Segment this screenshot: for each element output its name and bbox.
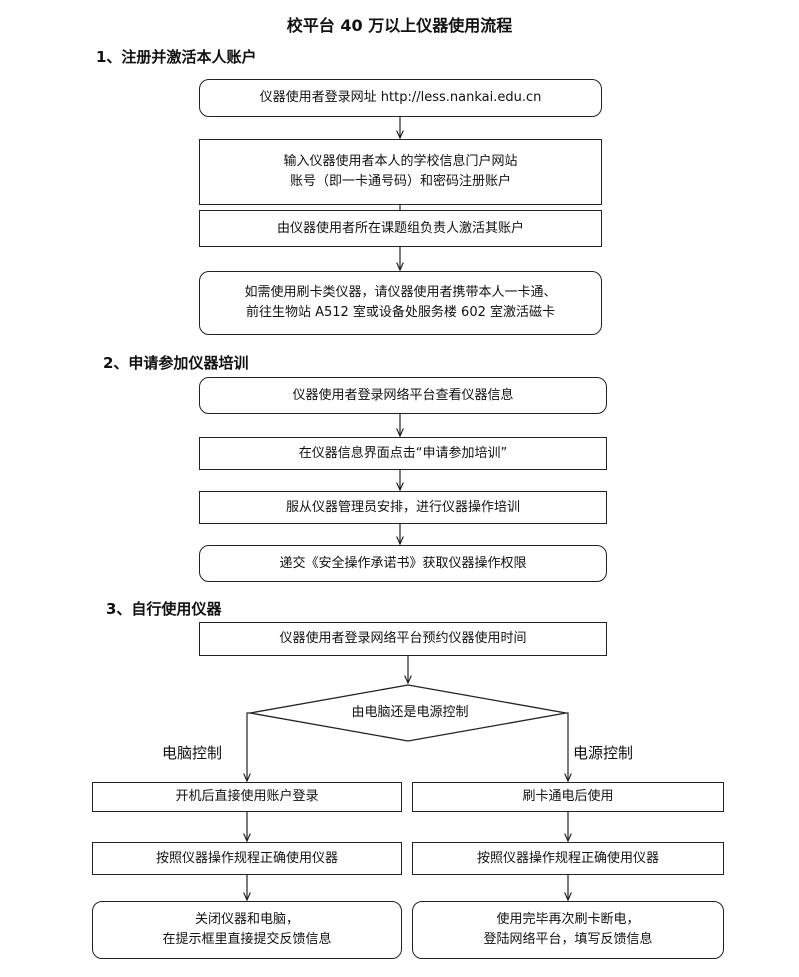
step-text: 如需使用刷卡类仪器，请仪器使用者携带本人一卡通、 xyxy=(244,285,557,300)
branch-label-power: 电源控制 xyxy=(573,744,634,762)
section-heading-register: 1、注册并激活本人账户 xyxy=(96,48,257,66)
section-heading-training: 2、申请参加仪器培训 xyxy=(103,354,249,372)
step-login-with-account: 开机后直接使用账户登录 xyxy=(92,782,402,812)
step-operate-instrument-right: 按照仪器操作规程正确使用仪器 xyxy=(412,842,724,875)
step-power-off-and-feedback-right: 使用完毕再次刷卡断电， 登陆网络平台，填写反馈信息 xyxy=(412,901,724,959)
page-title: 校平台 40 万以上仪器使用流程 xyxy=(286,16,513,35)
step-reserve-time: 仪器使用者登录网络平台预约仪器使用时间 xyxy=(199,622,607,656)
step-text: 关闭仪器和电脑， xyxy=(194,912,299,927)
step-text: 输入仪器使用者本人的学校信息门户网站 xyxy=(283,154,518,169)
step-submit-commitment: 递交《安全操作承诺书》获取仪器操作权限 xyxy=(199,545,607,582)
step-text: 服从仪器管理员安排，进行仪器操作培训 xyxy=(285,499,520,515)
decision-diamond xyxy=(249,684,567,742)
step-text: 刷卡通电后使用 xyxy=(522,789,614,804)
step-text: 账号（即一卡通号码）和密码注册账户 xyxy=(289,174,511,189)
step-attend-training: 服从仪器管理员安排，进行仪器操作培训 xyxy=(199,491,607,524)
step-apply-training: 在仪器信息界面点击“申请参加培训” xyxy=(199,437,607,470)
step-text: 仪器使用者登录网络平台查看仪器信息 xyxy=(292,387,514,403)
step-text: 在仪器信息界面点击“申请参加培训” xyxy=(298,445,508,461)
step-text: 仪器使用者登录网址 http://less.nankai.edu.cn xyxy=(259,90,542,105)
step-view-instrument-info: 仪器使用者登录网络平台查看仪器信息 xyxy=(199,377,607,414)
step-text: 在提示框里直接提交反馈信息 xyxy=(162,932,332,947)
step-login-website: 仪器使用者登录网址 http://less.nankai.edu.cn xyxy=(199,79,602,117)
step-text: 登陆网络平台，填写反馈信息 xyxy=(483,932,653,947)
step-text: 递交《安全操作承诺书》获取仪器操作权限 xyxy=(279,555,527,571)
step-text: 仪器使用者登录网络平台预约仪器使用时间 xyxy=(279,631,527,646)
step-close-and-feedback-left: 关闭仪器和电脑， 在提示框里直接提交反馈信息 xyxy=(92,901,402,959)
step-activate-card: 如需使用刷卡类仪器，请仪器使用者携带本人一卡通、 前往生物站 A512 室或设备… xyxy=(199,271,602,335)
step-text: 开机后直接使用账户登录 xyxy=(175,789,319,804)
step-operate-instrument-left: 按照仪器操作规程正确使用仪器 xyxy=(92,842,402,875)
step-activate-account: 由仪器使用者所在课题组负责人激活其账户 xyxy=(199,210,602,247)
step-text: 前往生物站 A512 室或设备处服务楼 602 室激活磁卡 xyxy=(245,305,556,320)
branch-label-computer: 电脑控制 xyxy=(162,744,223,762)
decision-label: 由电脑还是电源控制 xyxy=(351,705,469,720)
step-swipe-card-power-on: 刷卡通电后使用 xyxy=(412,782,724,812)
branch-line-left xyxy=(247,712,250,781)
step-text: 由仪器使用者所在课题组负责人激活其账户 xyxy=(276,220,524,236)
step-register-account: 输入仪器使用者本人的学校信息门户网站 账号（即一卡通号码）和密码注册账户 xyxy=(199,139,602,205)
section-heading-usage: 3、自行使用仪器 xyxy=(106,600,222,618)
step-text: 按照仪器操作规程正确使用仪器 xyxy=(155,850,338,866)
step-text: 按照仪器操作规程正确使用仪器 xyxy=(476,850,659,866)
step-text: 使用完毕再次刷卡断电， xyxy=(496,912,640,927)
branch-line-right xyxy=(566,712,568,781)
